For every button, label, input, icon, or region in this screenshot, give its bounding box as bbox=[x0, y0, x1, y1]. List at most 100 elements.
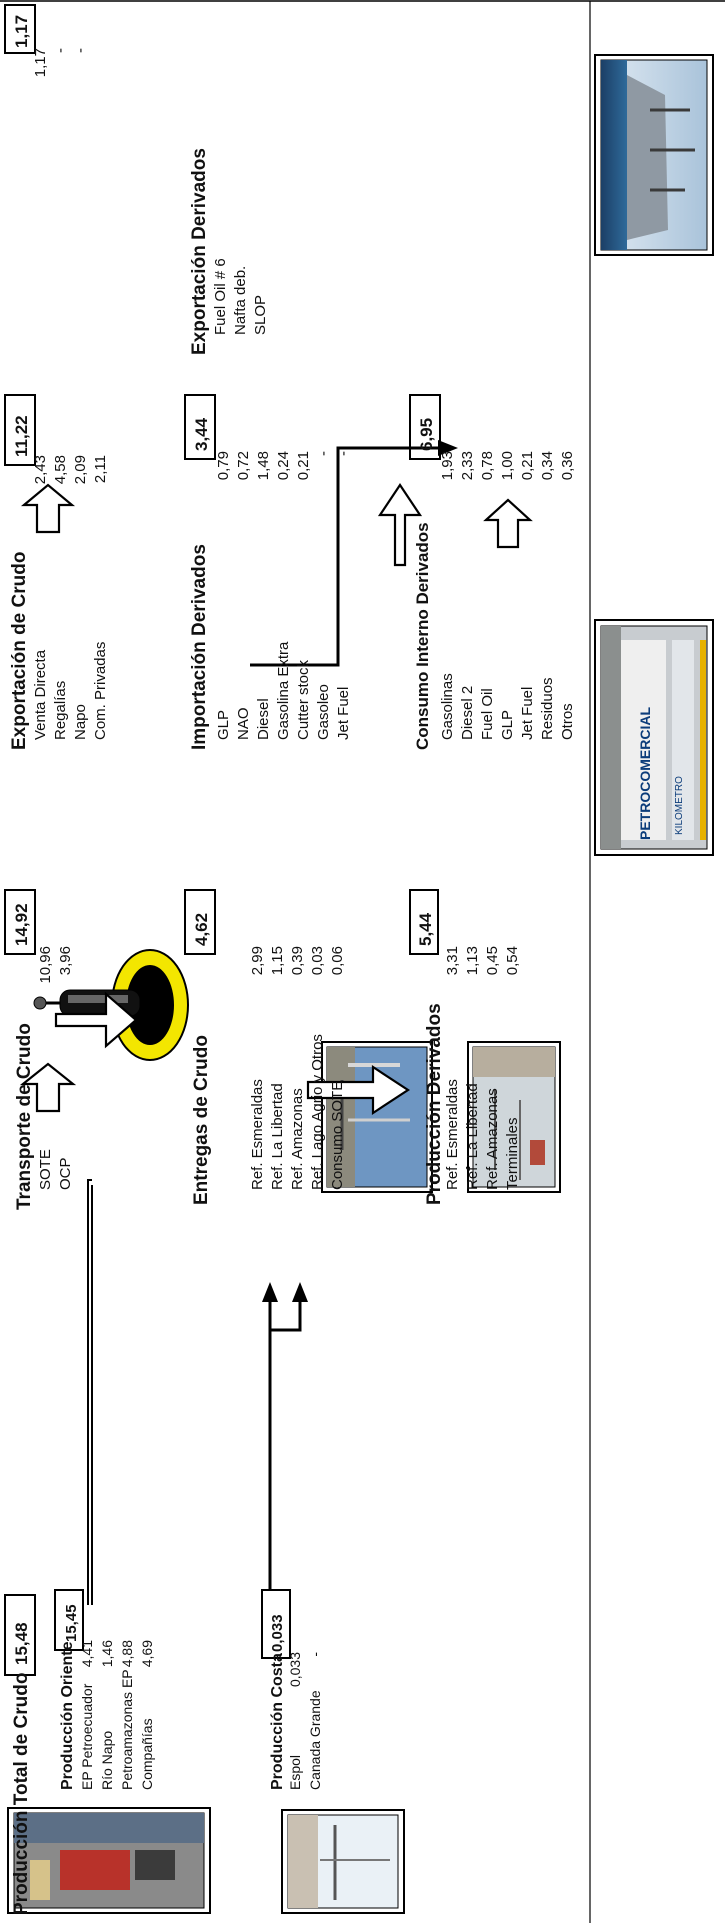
importacion-derivados-item-label: Jet Fuel bbox=[335, 687, 352, 740]
consumo-interno-item-value: 2,33 bbox=[459, 451, 476, 480]
consumo-interno-item-value: 1,00 bbox=[499, 451, 516, 480]
importacion-derivados-item-value: - bbox=[335, 451, 352, 456]
arrow-entregas-to-derivados bbox=[306, 1064, 411, 1116]
title-produccion-derivados: Producción Derivados bbox=[424, 1003, 445, 1205]
export-crudo-total: 11,22 bbox=[12, 415, 31, 457]
importacion-derivados-item-label: NAO bbox=[235, 707, 252, 740]
transporte-total: 14,92 bbox=[12, 903, 31, 946]
exportacion-derivados-item-label: SLOP bbox=[252, 295, 269, 335]
produccion-oriente-item-label: EP Petroecuador bbox=[79, 1683, 95, 1790]
exportacion-derivados-item-value: 1,17 bbox=[32, 48, 49, 77]
importacion-derivados-item-value: 0,72 bbox=[235, 451, 252, 480]
consumo-interno-item-label: Fuel Oil bbox=[479, 688, 496, 740]
oriente-total: 15,45 bbox=[63, 1604, 80, 1642]
title-produccion-costa: Producción Costa bbox=[269, 1653, 286, 1790]
produccion-derivados-item-value: 3,31 bbox=[444, 946, 461, 975]
exportacion-derivados-item-value: - bbox=[52, 48, 69, 53]
photo-tanker-ship bbox=[594, 54, 714, 256]
consumo-interno-item-label: GLP bbox=[499, 710, 516, 740]
box-derivados-total bbox=[409, 889, 439, 955]
exportacion-crudo-item-value: 2,43 bbox=[32, 455, 49, 484]
consumo-interno-item-label: Residuos bbox=[539, 677, 556, 740]
transporte-item-label: OCP bbox=[57, 1157, 74, 1190]
flow-line-costa-entregas bbox=[262, 1282, 308, 1590]
title-consumo-interno: Consumo Interno Derivados bbox=[413, 522, 432, 750]
produccion-derivados-item-value: 1,13 bbox=[464, 946, 481, 975]
consumo-interno-item-label: Diesel 2 bbox=[459, 686, 476, 740]
produccion-derivados-item-label: Terminales bbox=[504, 1117, 521, 1190]
produccion-oriente-item-value: 4,88 bbox=[119, 1640, 135, 1667]
arrow-up-to-transporte bbox=[19, 1062, 77, 1113]
box-entregas-total bbox=[184, 889, 216, 955]
entregas-item-value: 0,06 bbox=[329, 946, 346, 975]
consumo-interno-item-label: Gasolinas bbox=[439, 673, 456, 740]
import-total: 3,44 bbox=[192, 417, 211, 451]
title-produccion-oriente: Producción Oriente bbox=[59, 1641, 76, 1790]
title-transporte: Transporte de Crudo bbox=[14, 1023, 35, 1210]
box-produccion-total bbox=[4, 1594, 36, 1676]
produccion-costa-item-label: Canada Grande bbox=[307, 1690, 323, 1790]
produccion-derivados-item-value: 0,54 bbox=[504, 946, 521, 975]
consumo-total: 6,95 bbox=[417, 418, 436, 451]
importacion-derivados-item-value: - bbox=[315, 451, 332, 456]
entregas-item-label: Ref. Amazonas bbox=[289, 1088, 306, 1190]
exportacion-crudo-item-label: Napo bbox=[72, 704, 89, 740]
photo-petrocomercial-station: PETROCOMERCIAL KILOMETRO bbox=[594, 619, 714, 856]
importacion-derivados-item-value: 0,24 bbox=[275, 451, 292, 480]
exportacion-crudo-item-label: Venta Directa bbox=[32, 649, 49, 740]
title-exportacion-derivados: Exportación Derivados bbox=[189, 148, 210, 355]
importacion-derivados-item-value: 1,48 bbox=[255, 451, 272, 480]
box-transporte-total bbox=[4, 889, 36, 955]
produccion-oriente-item-label: Compañías bbox=[139, 1718, 155, 1790]
entregas-item-label: Ref. Lago Agrio y Otros bbox=[309, 1034, 326, 1190]
importacion-derivados-item-value: 0,21 bbox=[295, 451, 312, 480]
produccion-derivados-item-label: Ref. Esmeraldas bbox=[444, 1079, 461, 1190]
entregas-item-value: 0,03 bbox=[309, 946, 326, 975]
entregas-item-value: 0,39 bbox=[289, 946, 306, 975]
consumo-interno-item-value: 0,34 bbox=[539, 451, 556, 480]
importacion-derivados-item-label: GLP bbox=[215, 710, 232, 740]
produccion-derivados-item-value: 0,45 bbox=[484, 946, 501, 975]
produccion-oriente-item-label: Río Napo bbox=[99, 1731, 115, 1790]
exportacion-derivados-item-value: - bbox=[72, 48, 89, 53]
exportacion-derivados-item-label: Fuel Oil # 6 bbox=[212, 258, 229, 335]
photo-sign-sub: KILOMETRO bbox=[674, 776, 685, 835]
entregas-item-label: Ref. La Libertad bbox=[269, 1083, 286, 1190]
produccion-oriente-item-value: 4,41 bbox=[79, 1640, 95, 1667]
entregas-total: 4,62 bbox=[192, 913, 211, 946]
consumo-interno-item-label: Otros bbox=[559, 703, 576, 740]
photo-platform-costa bbox=[281, 1809, 405, 1914]
produccion-oriente-item-value: 4,69 bbox=[139, 1640, 155, 1667]
produccion-oriente-item-label: Petroamazonas EP bbox=[119, 1669, 135, 1790]
arrow-transporte-to-entregas bbox=[54, 991, 138, 1049]
entregas-item-label: Ref. Esmeraldas bbox=[249, 1079, 266, 1190]
photo-oil-rig-workers bbox=[7, 1807, 211, 1914]
transporte-item-label: SOTE bbox=[37, 1149, 54, 1190]
box-export-crudo-total bbox=[4, 394, 36, 466]
consumo-interno-item-label: Jet Fuel bbox=[519, 687, 536, 740]
title-produccion-total: Producción Total de Crudo bbox=[11, 1673, 32, 1915]
consumo-interno-item-value: 1,93 bbox=[439, 451, 456, 480]
entregas-item-value: 1,15 bbox=[269, 946, 286, 975]
produccion-costa-item-value: - bbox=[307, 1652, 323, 1657]
produccion-costa-item-label: Espol bbox=[287, 1755, 303, 1790]
entregas-item-label: Consumo SOTE bbox=[329, 1081, 346, 1190]
produccion-derivados-item-label: Ref. La Libertad bbox=[464, 1083, 481, 1190]
transporte-item-value: 10,96 bbox=[37, 946, 54, 984]
exportacion-crudo-item-label: Regalías bbox=[52, 681, 69, 740]
photo-sign-brand: PETROCOMERCIAL bbox=[637, 707, 653, 840]
derivados-total: 5,44 bbox=[416, 912, 435, 946]
value-produccion-total: 15,48 bbox=[12, 1622, 31, 1665]
importacion-derivados-item-label: Diesel bbox=[255, 698, 272, 740]
photo-refinery-plant bbox=[467, 1041, 561, 1193]
consumo-interno-item-value: 0,36 bbox=[559, 451, 576, 480]
exportacion-derivados-item-label: Nafta deb. bbox=[232, 266, 249, 335]
exportacion-crudo-item-value: 4,58 bbox=[52, 455, 69, 484]
importacion-derivados-item-label: Cutter stock bbox=[295, 659, 312, 740]
exportacion-crudo-item-label: Com. Privadas bbox=[92, 642, 109, 740]
consumo-interno-item-value: 0,78 bbox=[479, 451, 496, 480]
produccion-oriente-item-value: 1,46 bbox=[99, 1640, 115, 1667]
consumo-interno-item-value: 0,21 bbox=[519, 451, 536, 480]
